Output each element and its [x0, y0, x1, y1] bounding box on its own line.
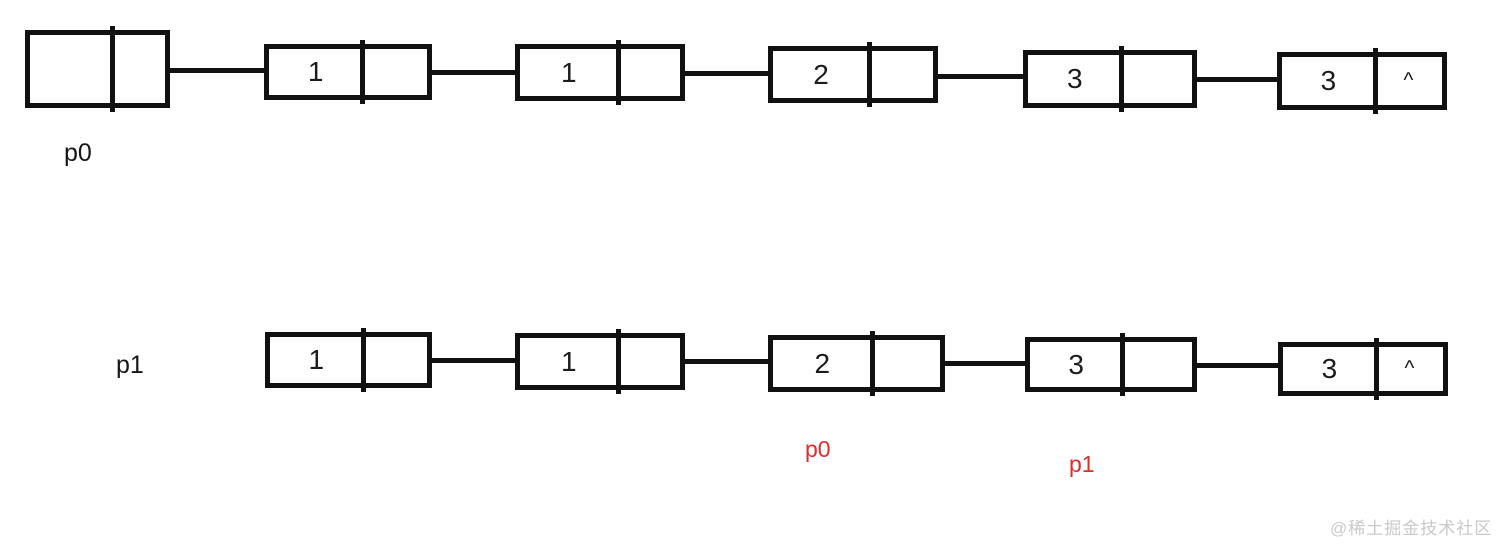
top-node-1: 1	[264, 40, 432, 104]
link-line	[1195, 363, 1280, 368]
node-value-cell: 3	[1066, 63, 1083, 94]
node-value-cell: 1	[307, 56, 324, 87]
red-pointer-p1: p1	[1069, 451, 1095, 477]
cell-divider	[360, 40, 366, 104]
top-node-5-tail: 3 ^	[1277, 48, 1447, 114]
node-value-cell: 1	[561, 56, 577, 88]
link-line	[1195, 77, 1279, 82]
node-value-cell: 1	[308, 344, 325, 375]
node-null-cell: ^	[1404, 357, 1415, 380]
top-node-2: 1	[515, 40, 685, 105]
cell-divider	[1120, 333, 1126, 396]
cell-divider	[360, 328, 366, 392]
link-line	[683, 71, 770, 76]
node-value-cell: 3	[1321, 353, 1338, 384]
bottom-node-2: 1	[515, 329, 685, 394]
node-value-cell	[30, 35, 112, 103]
cell-divider	[1373, 338, 1379, 400]
link-line	[943, 361, 1027, 366]
cell-divider	[110, 26, 116, 112]
node-next-cell	[1122, 342, 1192, 387]
link-line	[430, 358, 517, 363]
node-value-cell: 3	[1320, 65, 1337, 96]
node-next-cell	[363, 337, 427, 383]
pointer-label-p1: p1	[116, 351, 144, 379]
top-node-3: 2	[768, 42, 938, 107]
node-next-cell	[112, 35, 165, 103]
node-next-cell	[618, 338, 680, 385]
pointer-label-p0: p0	[64, 139, 92, 167]
cell-divider	[1119, 46, 1125, 112]
bottom-node-4: 3	[1025, 333, 1197, 396]
node-next-cell	[618, 49, 680, 96]
node-null-cell: ^	[1403, 69, 1414, 92]
bottom-node-3: 2	[768, 331, 945, 396]
node-next-cell	[872, 340, 940, 387]
link-line	[683, 359, 770, 364]
cell-divider	[615, 329, 621, 394]
bottom-node-5-tail: 3 ^	[1278, 338, 1448, 400]
top-node-4: 3	[1023, 46, 1197, 112]
cell-divider	[615, 40, 621, 105]
link-line	[430, 70, 517, 75]
link-line	[168, 68, 266, 73]
cell-divider	[869, 331, 875, 396]
node-value-cell: 3	[1068, 348, 1084, 380]
node-value-cell: 1	[561, 345, 577, 377]
node-next-cell	[869, 51, 933, 98]
bottom-node-1: 1	[265, 328, 432, 392]
node-value-cell: 2	[814, 347, 831, 379]
cell-divider	[1372, 48, 1378, 114]
link-line	[936, 74, 1025, 79]
top-head-node	[25, 26, 170, 112]
watermark: @稀土掘金技术社区	[1330, 519, 1493, 538]
node-next-cell	[1121, 55, 1192, 103]
cell-divider	[867, 42, 872, 107]
node-value-cell: 2	[813, 58, 829, 90]
node-next-cell	[362, 49, 427, 95]
red-pointer-p0: p0	[805, 436, 831, 462]
